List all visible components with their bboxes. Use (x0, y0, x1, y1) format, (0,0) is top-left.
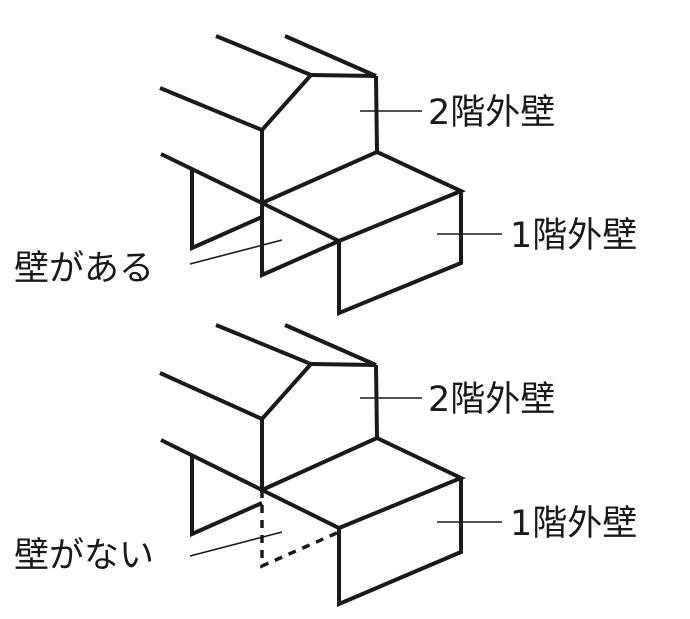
top-existing-wall-piece (260, 203, 340, 279)
bottom-left-wing-wall (190, 456, 263, 538)
bottom-first-floor-face (337, 478, 463, 608)
bottom-figure-no-wall: 2階外壁 1階外壁 壁がない (14, 323, 637, 608)
bottom-callout-label: 壁がない (14, 536, 154, 576)
top-lower-roof-line (160, 150, 466, 244)
bottom-upper-ridge-line (284, 323, 377, 367)
bottom-first-floor-wall-label: 1階外壁 (510, 504, 637, 544)
bottom-second-floor-face (260, 364, 380, 494)
bottom-callout-leader (189, 531, 283, 557)
top-second-floor-wall-label: 2階外壁 (428, 93, 555, 133)
top-left-wing-wall (190, 170, 263, 252)
bottom-second-floor-wall-label: 2階外壁 (428, 380, 555, 420)
top-upper-ridge-line (284, 34, 377, 78)
top-first-floor-wall-label: 1階外壁 (510, 216, 637, 256)
top-second-floor-face (260, 75, 380, 207)
top-callout-label: 壁がある (14, 249, 154, 289)
bottom-lower-roof-line (160, 436, 466, 531)
top-callout-leader (189, 239, 283, 265)
top-upper-eave-line (310, 73, 377, 78)
bottom-upper-roof-line (159, 323, 315, 422)
bottom-upper-eave-line (310, 362, 377, 367)
top-first-floor-face (337, 191, 463, 316)
top-figure-wall-present: 2階外壁 1階外壁 壁がある (14, 34, 637, 316)
bottom-missing-wall-outline (260, 490, 340, 569)
top-upper-roof-line (159, 34, 315, 133)
